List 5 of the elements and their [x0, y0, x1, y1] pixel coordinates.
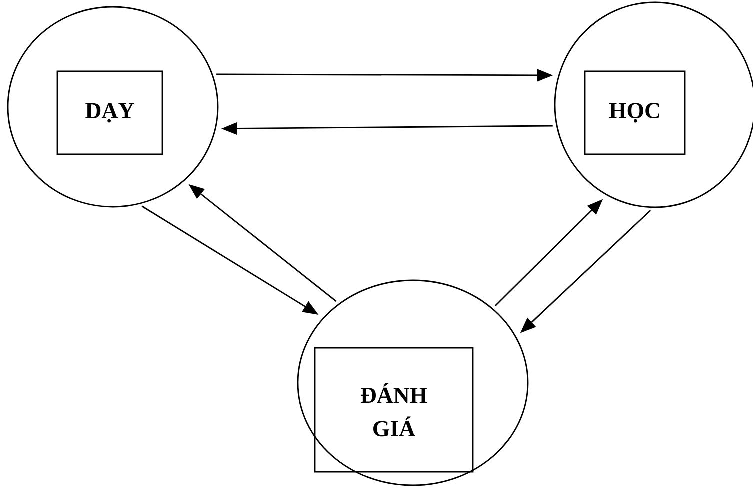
- circle: [7, 6, 219, 208]
- text-box: DẠY: [56, 70, 164, 156]
- text-box: ĐÁNH GIÁ: [314, 347, 474, 473]
- circle: [297, 280, 529, 486]
- text-box: HỌC: [584, 70, 686, 156]
